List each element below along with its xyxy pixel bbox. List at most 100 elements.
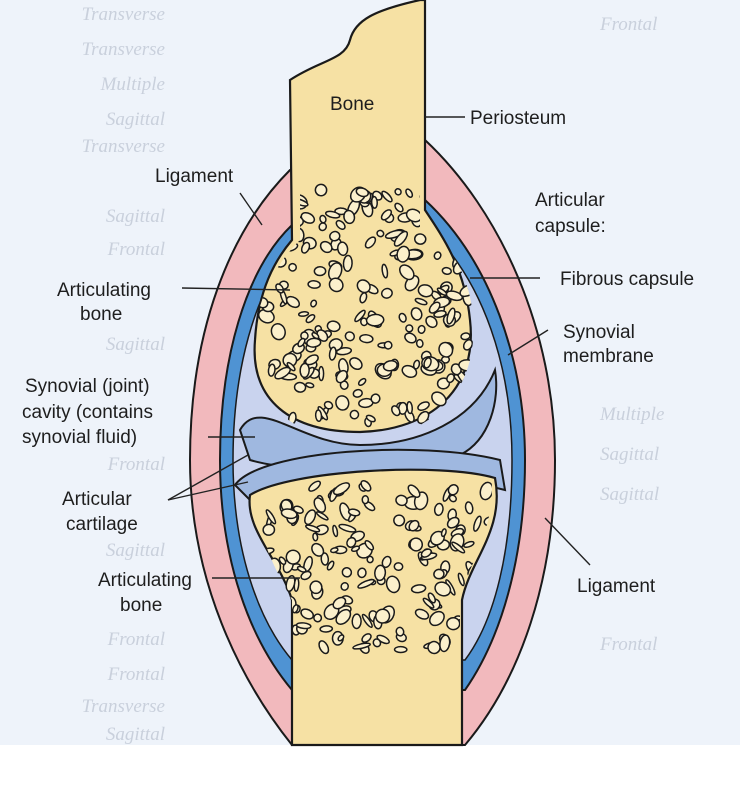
show-through-text: TransverseTransverseMultipleSagittalTran… bbox=[82, 4, 665, 745]
trabecular-space bbox=[404, 332, 417, 344]
trabecular-space bbox=[332, 596, 347, 610]
label-articulating-bone-top-2: bone bbox=[80, 304, 122, 325]
trabecular-space bbox=[433, 568, 445, 580]
show-through-word: Frontal bbox=[107, 454, 165, 475]
trabecular-space bbox=[398, 312, 407, 323]
trabecular-space bbox=[393, 645, 408, 654]
show-through-word: Frontal bbox=[107, 629, 165, 650]
trabecular-space bbox=[385, 575, 401, 594]
trabecular-space bbox=[329, 230, 341, 242]
trabecular-space bbox=[337, 241, 349, 257]
trabecular-space bbox=[433, 251, 442, 260]
trabecular-space bbox=[343, 209, 356, 225]
trabecular-space bbox=[300, 241, 311, 254]
trabecular-space bbox=[335, 395, 350, 411]
trabecular-space bbox=[349, 409, 360, 420]
spongy-bone-lower bbox=[257, 480, 493, 655]
show-through-word: Transverse bbox=[82, 696, 165, 717]
trabecular-space bbox=[338, 523, 357, 533]
trabecular-space bbox=[344, 331, 356, 342]
show-through-word: Multiple bbox=[100, 74, 165, 95]
trabecular-space bbox=[479, 481, 493, 501]
label-articular-capsule-2: capsule: bbox=[535, 216, 606, 237]
trabecular-space bbox=[308, 480, 322, 492]
trabecular-space bbox=[438, 341, 454, 358]
label-ligament-top: Ligament bbox=[155, 166, 234, 187]
upper-bone bbox=[253, 0, 472, 434]
trabecular-space bbox=[376, 229, 385, 238]
trabecular-space bbox=[370, 393, 381, 404]
trabecular-space bbox=[460, 332, 471, 341]
trabecular-space bbox=[433, 502, 444, 517]
trabecular-space bbox=[307, 280, 321, 289]
trabecular-space bbox=[408, 519, 420, 532]
trabecular-space bbox=[357, 578, 375, 589]
label-synovial-cavity-1: Synovial (joint) bbox=[25, 376, 150, 397]
label-periosteum: Periosteum bbox=[470, 108, 566, 129]
label-synovial-membrane-2: membrane bbox=[563, 346, 654, 367]
trabecular-space bbox=[285, 549, 301, 565]
trabecular-space bbox=[394, 202, 404, 213]
trabecular-space bbox=[446, 516, 460, 529]
trabecular-space bbox=[451, 541, 466, 554]
label-articular-capsule-1: Articular bbox=[535, 190, 605, 211]
show-through-word: Sagittal bbox=[600, 444, 659, 465]
trabecular-space bbox=[410, 584, 427, 594]
show-through-word: Sagittal bbox=[106, 724, 165, 745]
trabecular-space bbox=[393, 514, 406, 527]
trabecular-space bbox=[323, 400, 334, 410]
label-ligament-bottom: Ligament bbox=[577, 576, 656, 597]
trabecular-space bbox=[300, 608, 315, 620]
trabecular-space bbox=[370, 195, 378, 209]
trabecular-space bbox=[464, 501, 474, 515]
show-through-word: Sagittal bbox=[106, 206, 165, 227]
trabecular-space bbox=[372, 638, 382, 648]
trabecular-space bbox=[427, 640, 441, 655]
trabecular-space bbox=[380, 209, 393, 221]
trabecular-space bbox=[293, 381, 307, 393]
trabecular-space bbox=[412, 359, 421, 370]
trabecular-space bbox=[332, 524, 339, 538]
trabecular-space bbox=[364, 236, 377, 249]
trabecular-space bbox=[341, 567, 353, 578]
trabecular-space bbox=[335, 219, 346, 230]
show-through-word: Sagittal bbox=[600, 484, 659, 505]
trabecular-space bbox=[297, 337, 306, 348]
trabecular-space bbox=[342, 254, 353, 273]
trabecular-space bbox=[319, 625, 334, 633]
trabecular-space bbox=[440, 528, 447, 538]
trabecular-space bbox=[374, 564, 387, 582]
trabecular-space bbox=[366, 555, 374, 564]
trabecular-space bbox=[463, 540, 475, 548]
trabecular-space bbox=[429, 610, 445, 627]
trabecular-space bbox=[328, 346, 337, 361]
trabecular-space bbox=[436, 287, 448, 296]
trabecular-space bbox=[446, 307, 456, 325]
trabecular-space bbox=[360, 480, 372, 492]
trabecular-space bbox=[361, 633, 372, 643]
leader-ligament-top bbox=[239, 192, 263, 226]
trabecular-space bbox=[354, 309, 366, 323]
trabecular-space bbox=[415, 338, 424, 349]
trabecular-space bbox=[291, 604, 299, 614]
trabecular-space bbox=[309, 580, 323, 595]
trabecular-space bbox=[439, 634, 451, 653]
leader-articulating-bone-top bbox=[181, 287, 291, 291]
trabecular-space bbox=[457, 572, 465, 587]
show-through-word: Transverse bbox=[82, 4, 165, 25]
trabecular-space bbox=[425, 315, 438, 329]
trabecular-space bbox=[324, 210, 341, 219]
label-synovial-cavity-2: cavity (contains bbox=[22, 402, 153, 423]
trabecular-space bbox=[446, 373, 455, 384]
trabecular-space bbox=[361, 494, 370, 505]
trabecular-space bbox=[405, 188, 414, 198]
trabecular-space bbox=[441, 266, 452, 275]
trabecular-space bbox=[296, 565, 307, 573]
trabecular-space bbox=[326, 320, 341, 333]
trabecular-space bbox=[427, 592, 437, 604]
trabecular-space bbox=[417, 401, 430, 411]
trabecular-space bbox=[356, 279, 371, 294]
trabecular-space bbox=[352, 642, 371, 650]
trabecular-space bbox=[318, 640, 330, 655]
